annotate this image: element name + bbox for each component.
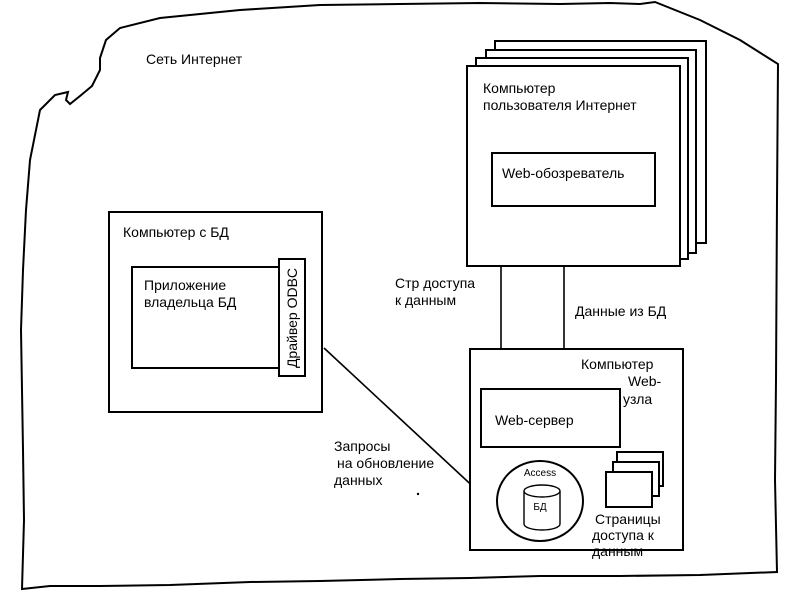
access-database[interactable]: Access БД [496, 460, 584, 542]
data-from-db-label: Данные из БД [575, 303, 667, 319]
web-server[interactable]: Web-сервер [480, 388, 621, 448]
pages-to-browser-label-line2: к данным [395, 292, 457, 308]
owner-app-line2: владельца БД [144, 294, 237, 310]
internet-boundary [19, 0, 780, 591]
database-cylinder-icon [523, 484, 561, 531]
stray-dot [416, 492, 420, 496]
access-label: Access [523, 468, 557, 479]
web-browser-label: Web-обозреватель [502, 165, 625, 181]
owner-app-line1: Приложение [144, 277, 227, 293]
odbc-driver[interactable]: Драйвер ODBC [278, 258, 306, 377]
pages-label-line1: Страницы [595, 511, 661, 527]
owner-application[interactable]: Приложение владельца БД [131, 266, 301, 369]
update-requests-label-line3: данных [334, 472, 383, 488]
user-computer-title-line2: пользователя Интернет [483, 97, 637, 113]
web-node-title-line1: Компьютер [581, 356, 654, 372]
pages-label-line3: данным [592, 543, 644, 559]
user-computer-title-line1: Компьютер [483, 80, 556, 96]
odbc-driver-label: Драйвер ODBC [284, 267, 300, 369]
pages-to-browser-label-line1: Стр доступа [395, 275, 476, 291]
db-computer-title: Компьютер с БД [123, 224, 229, 240]
access-pages[interactable] [605, 471, 653, 508]
web-node-title-line2: Web- [628, 373, 662, 389]
update-requests-label-line2: на обновление [337, 455, 435, 471]
web-browser[interactable]: Web-обозреватель [491, 152, 656, 207]
web-node-title-line3: узла [623, 391, 653, 407]
pages-label-line2: доступа к [592, 527, 654, 543]
update-requests-arrow [323, 347, 494, 506]
network-label: Сеть Интернет [146, 51, 243, 67]
db-label: БД [533, 502, 547, 513]
web-server-label: Web-сервер [495, 412, 574, 428]
update-requests-label-line1: Запросы [334, 438, 391, 454]
user-computer[interactable]: Компьютер пользователя Интернет Web-обоз… [466, 65, 681, 267]
web-node-computer[interactable]: Компьютер Web- узла Web-сервер Access БД… [469, 348, 684, 559]
db-computer[interactable]: Компьютер с БД Приложение владельца БД Д… [108, 211, 323, 413]
